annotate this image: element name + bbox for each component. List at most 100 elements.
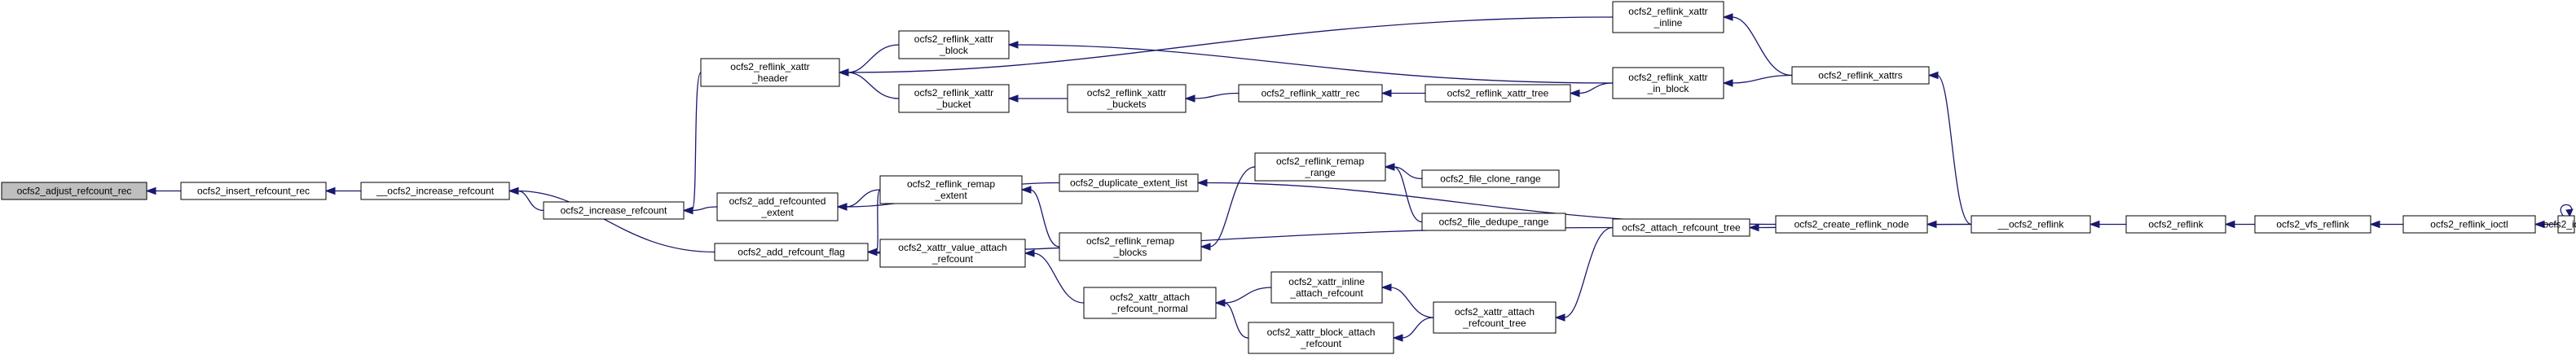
node-label: _extent bbox=[934, 190, 967, 201]
node-label: ocfs2_file_dedupe_range bbox=[1439, 217, 1549, 228]
edge-line bbox=[1016, 44, 1614, 84]
edge-line bbox=[1936, 74, 1972, 226]
node-insert[interactable]: ocfs2_insert_refcount_rec bbox=[180, 182, 327, 200]
node-remap-extent[interactable]: ocfs2_reflink_remap_extent bbox=[879, 175, 1023, 204]
node-ioctl[interactable]: ocfs2_ioctl bbox=[2543, 215, 2576, 234]
node-box[interactable] bbox=[879, 239, 1026, 268]
node-remap-range[interactable]: ocfs2_reflink_remap_range bbox=[1254, 152, 1386, 182]
node-box[interactable] bbox=[1971, 215, 2091, 234]
node-xattr-rec[interactable]: ocfs2_reflink_xattr_rec bbox=[1238, 84, 1383, 103]
node-value-attach[interactable]: ocfs2_xattr_value_attach_refcount bbox=[879, 239, 1026, 268]
node-box[interactable] bbox=[700, 58, 840, 87]
edge-arrowhead bbox=[1184, 94, 1196, 103]
node-xattr-header[interactable]: ocfs2_reflink_xattr_header bbox=[700, 58, 840, 87]
edge-xattr_header-to-increase bbox=[682, 72, 702, 215]
node-dedupe-range[interactable]: ocfs2_file_dedupe_range bbox=[1421, 213, 1566, 231]
node-xattr-tree[interactable]: ocfs2_reflink_xattr_tree bbox=[1425, 84, 1571, 103]
node-inline-attach[interactable]: ocfs2_xattr_inline_attach_refcount bbox=[1270, 271, 1383, 304]
edge-arrowhead bbox=[1024, 249, 1035, 257]
node-xattr-buckets[interactable]: ocfs2_reflink_xattr_buckets bbox=[1067, 84, 1187, 113]
node-box[interactable] bbox=[1059, 173, 1199, 192]
node-box[interactable] bbox=[714, 243, 869, 261]
edge-line bbox=[1193, 92, 1240, 99]
node-box[interactable] bbox=[543, 201, 685, 220]
node-box[interactable] bbox=[898, 84, 1010, 113]
node-box[interactable] bbox=[1238, 84, 1383, 103]
node-box[interactable] bbox=[879, 175, 1023, 204]
node-box[interactable] bbox=[898, 30, 1010, 59]
node-box[interactable] bbox=[1421, 213, 1566, 231]
node-reflink[interactable]: ocfs2_reflink bbox=[2125, 215, 2226, 234]
node-xattr-block[interactable]: ocfs2_reflink_xattr_block bbox=[898, 30, 1010, 59]
node-box[interactable] bbox=[1433, 301, 1557, 334]
edge-vfs_reflink-to-reflink bbox=[2224, 220, 2255, 229]
edge-arrowhead bbox=[324, 186, 336, 195]
node-xattr-bucket[interactable]: ocfs2_reflink_xattr_bucket bbox=[898, 84, 1010, 113]
node-label: ocfs2_reflink_remap bbox=[907, 178, 995, 190]
node-block-attach[interactable]: ocfs2_xattr_block_attach_refcount bbox=[1248, 322, 1394, 354]
node-box[interactable] bbox=[2125, 215, 2226, 234]
edge-line bbox=[517, 190, 544, 212]
node-box[interactable] bbox=[1270, 271, 1383, 304]
node-box[interactable] bbox=[360, 182, 510, 200]
edge-arrowhead bbox=[2224, 220, 2235, 229]
node-label: ocfs2_reflink_xattr bbox=[1628, 72, 1707, 83]
edge-line bbox=[1389, 287, 1434, 318]
edge-reflink-to-__reflink bbox=[2089, 220, 2126, 229]
node-box[interactable] bbox=[1421, 169, 1560, 188]
node-box[interactable] bbox=[1254, 152, 1386, 182]
node-xattrs[interactable]: ocfs2_reflink_xattrs bbox=[1791, 66, 1930, 85]
node-label: ocfs2_reflink_xattr bbox=[730, 61, 809, 72]
node-box[interactable] bbox=[1059, 232, 1202, 261]
node-adjust[interactable]: ocfs2_adjust_refcount_rec bbox=[1, 182, 148, 200]
node-attach-refcount-tree[interactable]: ocfs2_attach_refcount_tree bbox=[1612, 218, 1750, 237]
node---reflink[interactable]: __ocfs2_reflink bbox=[1971, 215, 2091, 234]
node-reflink-ioctl[interactable]: ocfs2_reflink_ioctl bbox=[2402, 215, 2536, 234]
node-box[interactable] bbox=[1, 182, 148, 200]
node-label: ocfs2_xattr_value_attach bbox=[898, 242, 1006, 253]
node-add-refcounted[interactable]: ocfs2_add_refcounted_extent bbox=[716, 192, 839, 221]
edge-line bbox=[1393, 166, 1423, 180]
node-box[interactable] bbox=[2557, 215, 2575, 234]
node-attach-normal[interactable]: ocfs2_xattr_attach_refcount_normal bbox=[1083, 287, 1217, 319]
node-box[interactable] bbox=[180, 182, 327, 200]
edge-arrowhead bbox=[2089, 220, 2100, 229]
node-box[interactable] bbox=[716, 192, 839, 221]
node-increase[interactable]: ocfs2_increase_refcount bbox=[543, 201, 685, 220]
node-box[interactable] bbox=[1083, 287, 1217, 319]
node-box[interactable] bbox=[1612, 67, 1724, 99]
node-box[interactable] bbox=[1067, 84, 1187, 113]
node-label: ocfs2_reflink bbox=[2148, 219, 2204, 230]
edge-arrowhead bbox=[866, 248, 878, 256]
node-label: _refcount_tree bbox=[1462, 318, 1526, 329]
node-box[interactable] bbox=[2402, 215, 2536, 234]
edge-line bbox=[847, 44, 900, 73]
node-box[interactable] bbox=[1775, 215, 1928, 234]
node-remap-blocks[interactable]: ocfs2_reflink_remap_blocks bbox=[1059, 232, 1202, 261]
edge-arrowhead bbox=[1380, 283, 1392, 291]
node-box[interactable] bbox=[1791, 66, 1930, 85]
node-create-node[interactable]: ocfs2_create_reflink_node bbox=[1775, 215, 1928, 234]
node-vfs-reflink[interactable]: ocfs2_vfs_reflink bbox=[2254, 215, 2371, 234]
node-label: ocfs2_reflink_xattr_tree bbox=[1447, 88, 1549, 99]
node-dup-extent[interactable]: ocfs2_duplicate_extent_list bbox=[1059, 173, 1199, 192]
edge-arrowhead bbox=[836, 203, 848, 211]
node-xattr-inline[interactable]: ocfs2_reflink_xattr_inline bbox=[1612, 1, 1724, 33]
edge-line bbox=[1578, 82, 1614, 94]
node-box[interactable] bbox=[2254, 215, 2371, 234]
node-box[interactable] bbox=[1248, 322, 1394, 354]
node-inc-ref[interactable]: __ocfs2_increase_refcount bbox=[360, 182, 510, 200]
edge-xattr_buckets-to-xattr_bucket bbox=[1007, 94, 1068, 103]
node-box[interactable] bbox=[1612, 218, 1750, 237]
edge-remap_extent-to-add_refcounted bbox=[836, 189, 881, 211]
node-xattr-in-block[interactable]: ocfs2_reflink_xattr_in_block bbox=[1612, 67, 1724, 99]
edge-reflink_ioctl-to-vfs_reflink bbox=[2369, 220, 2403, 229]
node-attach-tree[interactable]: ocfs2_xattr_attach_refcount_tree bbox=[1433, 301, 1557, 334]
node-box[interactable] bbox=[1612, 1, 1724, 33]
edge-attach_refcount_tree-to-attach_tree bbox=[1554, 226, 1614, 322]
node-label: ocfs2_reflink_ioctl bbox=[2430, 219, 2508, 230]
node-add-flag[interactable]: ocfs2_add_refcount_flag bbox=[714, 243, 869, 261]
node-box[interactable] bbox=[1425, 84, 1571, 103]
node-clone-range[interactable]: ocfs2_file_clone_range bbox=[1421, 169, 1560, 188]
